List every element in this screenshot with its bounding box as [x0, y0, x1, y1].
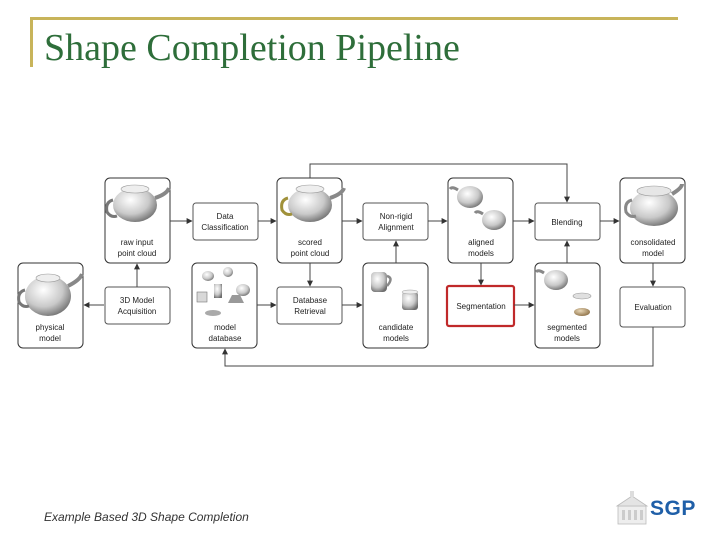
candidate-label-1: candidate — [379, 323, 414, 332]
pipeline-edges — [83, 163, 656, 367]
title-frame-top — [30, 17, 678, 20]
node-data-classification-box — [192, 202, 259, 241]
consolidated-label-1: consolidated — [631, 238, 676, 247]
raw-input-label-1: raw input — [121, 238, 154, 247]
node-database-retrieval-box — [276, 286, 343, 325]
teapot-pointcloud-icon — [105, 184, 171, 222]
scored-label-2: point cloud — [291, 249, 330, 258]
node-data-classification: Data Classification — [192, 202, 259, 241]
raw-input-label-2: point cloud — [118, 249, 157, 258]
building-icon — [615, 491, 649, 525]
aligned-label-2: models — [468, 249, 494, 258]
segmented-label-2: models — [554, 334, 580, 343]
node-aligned: aligned models — [447, 177, 514, 264]
node-consolidated: consolidated model — [619, 177, 686, 264]
node-evaluation: Evaluation — [619, 286, 686, 328]
node-segmentation-box — [445, 284, 516, 328]
node-acquisition-box — [104, 286, 171, 325]
blending-label: Blending — [551, 218, 582, 227]
footer-caption: Example Based 3D Shape Completion — [44, 510, 249, 524]
model-collection-icon — [196, 267, 250, 316]
node-scored: scored point cloud — [276, 177, 346, 264]
physical-teapot-icon — [17, 273, 84, 316]
aligned-label-1: aligned — [468, 238, 494, 247]
segmentation-label: Segmentation — [456, 302, 505, 311]
node-candidate: candidate models — [362, 262, 429, 349]
node-non-rigid-box — [362, 202, 429, 241]
candidate-label-2: models — [383, 334, 409, 343]
slide-title: Shape Completion Pipeline — [44, 27, 460, 69]
logo-text: SGP — [650, 497, 696, 520]
sgp-logo: SGP — [614, 490, 704, 528]
database-retrieval-label-2: Retrieval — [294, 307, 326, 316]
evaluation-label: Evaluation — [634, 303, 671, 312]
aligned-pitchers-icon — [448, 186, 506, 230]
model-database-label-2: database — [209, 334, 242, 343]
data-classification-label-1: Data — [217, 212, 234, 221]
node-segmented: segmented models — [534, 262, 601, 349]
candidate-mugs-icon — [371, 272, 419, 310]
acquisition-label-2: Acquisition — [118, 307, 157, 316]
consolidated-label-2: model — [642, 249, 664, 258]
data-classification-label-2: Classification — [201, 223, 248, 232]
node-physical: physical model — [17, 262, 84, 349]
physical-label-2: model — [39, 334, 61, 343]
node-acquisition: 3D Model Acquisition — [104, 286, 171, 325]
node-model-database: model database — [191, 262, 258, 349]
acquisition-label-1: 3D Model — [120, 296, 154, 305]
scored-label-1: scored — [298, 238, 322, 247]
consolidated-pitcher-icon — [624, 183, 684, 226]
edge-evaluation-to-database-loop — [222, 327, 654, 367]
physical-label-1: physical — [36, 323, 65, 332]
title-frame-left — [30, 17, 33, 67]
node-raw-input: raw input point cloud — [104, 177, 171, 264]
database-retrieval-label-1: Database — [293, 296, 328, 305]
node-segmentation: Segmentation — [445, 284, 516, 328]
scored-teapot-icon — [280, 184, 346, 222]
non-rigid-label-2: Alignment — [378, 223, 414, 232]
segmented-parts-icon — [534, 269, 592, 316]
segmented-label-1: segmented — [547, 323, 587, 332]
node-blending: Blending — [534, 202, 601, 241]
node-database-retrieval: Database Retrieval — [276, 286, 343, 325]
non-rigid-label-1: Non-rigid — [380, 212, 412, 221]
node-non-rigid-alignment: Non-rigid Alignment — [362, 202, 429, 241]
model-database-label-1: model — [214, 323, 236, 332]
edge-retrieval-to-blending-loop — [309, 163, 570, 203]
